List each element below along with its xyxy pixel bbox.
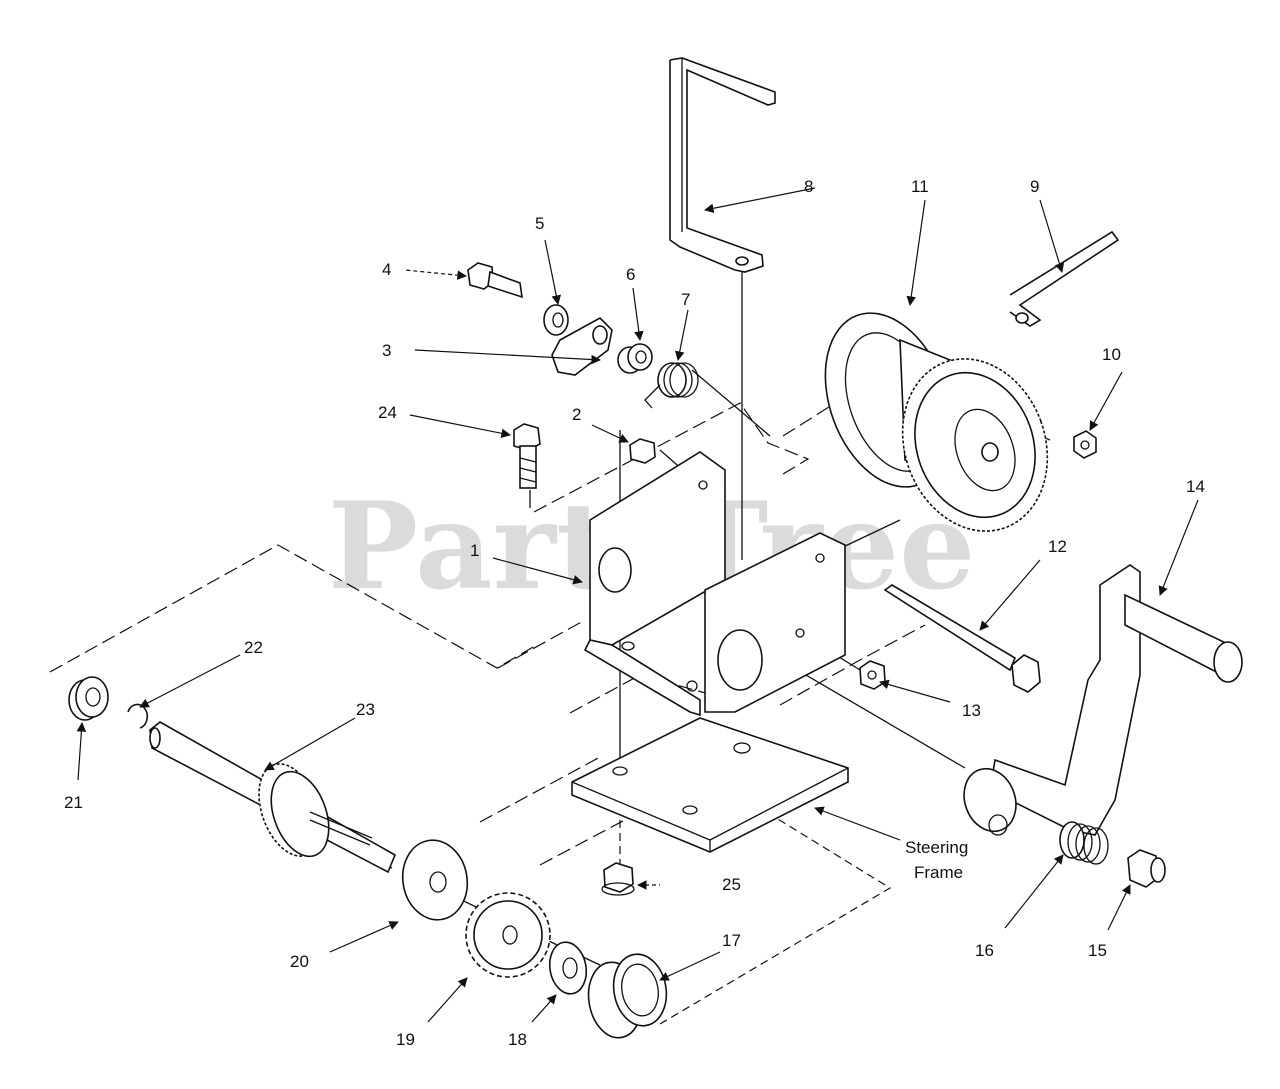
part-19-sprocket: [465, 892, 551, 978]
label-11: 11: [911, 177, 929, 196]
part-11-drum-gear: [824, 312, 1049, 532]
part-14-crank: [963, 564, 1243, 836]
label-20: 20: [290, 952, 309, 971]
part-23-shaft: [149, 721, 397, 874]
part-10-nut: [1073, 430, 1097, 459]
label-19: 19: [396, 1030, 415, 1049]
part-1-main-bracket: [583, 451, 846, 717]
leader-lines: [76, 187, 1199, 1023]
label-14: 14: [1186, 477, 1205, 496]
part-6-spacer: [617, 343, 653, 374]
part-17-bearing: [587, 953, 668, 1039]
part-25-plate: [571, 717, 849, 853]
label-2: 2: [572, 405, 581, 424]
part-7-spring: [644, 362, 699, 409]
label-7: 7: [681, 290, 690, 309]
label-22: 22: [244, 638, 263, 657]
label-steering-line2: Frame: [914, 863, 963, 882]
part-flange-nut: [601, 862, 635, 896]
label-1: 1: [470, 541, 479, 560]
label-15: 15: [1088, 941, 1107, 960]
label-5: 5: [535, 214, 544, 233]
part-15-cap-nut: [1127, 849, 1166, 888]
label-23: 23: [356, 700, 375, 719]
part-9-pin: [1009, 230, 1120, 327]
label-4: 4: [382, 260, 391, 279]
part-22-clip: [127, 703, 149, 729]
part-8-bracket: [669, 57, 776, 273]
part-18-washer: [548, 941, 588, 995]
label-21: 21: [64, 793, 83, 812]
label-6: 6: [626, 265, 635, 284]
label-17: 17: [722, 931, 741, 950]
label-16: 16: [975, 941, 994, 960]
part-16-spring: [1059, 821, 1109, 865]
label-24: 24: [378, 403, 397, 422]
part-21-bushing: [68, 676, 109, 721]
label-9: 9: [1030, 177, 1039, 196]
label-10: 10: [1102, 345, 1121, 364]
part-2-nut: [629, 438, 656, 464]
part-13-nut: [859, 660, 886, 690]
label-12: 12: [1048, 537, 1067, 556]
label-3: 3: [382, 341, 391, 360]
label-18: 18: [508, 1030, 527, 1049]
part-5-washer: [543, 304, 569, 336]
part-12-bolt: [883, 584, 1041, 693]
label-25: 25: [722, 875, 741, 894]
part-24-bolt: [513, 423, 541, 489]
label-13: 13: [962, 701, 981, 720]
label-8: 8: [804, 177, 813, 196]
part-4-bolt: [467, 262, 523, 299]
label-steering-line1: Steering: [905, 838, 968, 857]
part-labels: 1 2 3 4 5 6 7 8 9 10 11 12 13 14 15 16 1…: [64, 177, 1205, 1049]
part-20-washer: [401, 839, 469, 921]
